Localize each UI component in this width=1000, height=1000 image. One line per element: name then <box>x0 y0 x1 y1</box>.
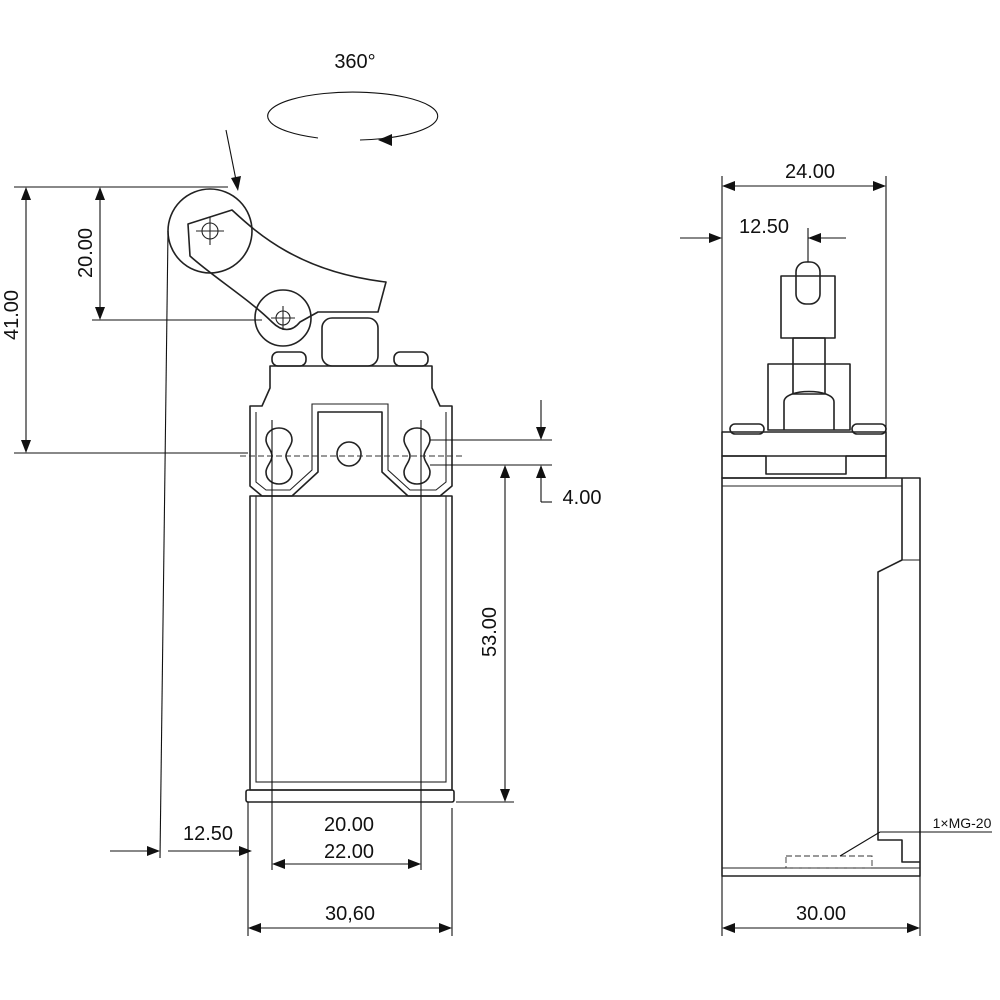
actuator-head <box>249 317 453 497</box>
force-arrowhead <box>231 176 241 191</box>
dim-body-width: 30,60 <box>248 903 452 933</box>
dim-inner-width: 20.00 <box>324 814 374 836</box>
side-left-screw <box>729 423 765 435</box>
dim-body-height-label: 53.00 <box>479 607 501 657</box>
body-base-plate <box>245 789 455 803</box>
center-mount-hole <box>336 441 362 467</box>
side-plunger-tip <box>795 261 821 305</box>
side-plunger-dome <box>783 390 835 430</box>
dim-body-width-label: 30,60 <box>325 903 375 925</box>
dim-roller-offset-label: 12.50 <box>183 823 233 845</box>
side-plunger-shaft <box>792 337 826 395</box>
dim-lever-height: 20.00 <box>75 187 262 321</box>
dim-body-height: 53.00 <box>452 464 514 803</box>
body-outer <box>249 495 453 791</box>
cable-gland-outline <box>785 855 873 869</box>
right-screw-head <box>393 351 429 367</box>
body-inner <box>255 495 447 783</box>
dim-roller-offset: 12.50 <box>110 230 252 859</box>
dim-body-depth: 30.00 <box>721 876 921 936</box>
cable-gland-callout: 1×MG-20 <box>839 815 992 857</box>
dim-total-height: 41.00 <box>1 186 248 454</box>
side-plunger-flange <box>767 363 851 431</box>
side-head-upper <box>721 431 887 457</box>
dim-top-width-label: 24.00 <box>785 161 835 183</box>
rotation-label: 360° <box>334 51 375 73</box>
roller-lever <box>167 129 387 347</box>
side-plunger-guide <box>780 275 836 339</box>
dim-slot-offset: 4.00 <box>430 400 601 509</box>
switch-body-side <box>721 477 921 877</box>
head-inner-outline <box>255 403 447 491</box>
dim-body-depth-label: 30.00 <box>796 903 846 925</box>
dim-plunger-offset-label: 12.50 <box>739 216 789 238</box>
left-screw-head <box>271 351 307 367</box>
front-view: 41.00 20.00 4.00 53.00 <box>1 129 601 936</box>
lever-arm <box>187 209 387 331</box>
side-view: 1×MG-20 24.00 12.50 30.00 <box>680 161 992 936</box>
rotation-arrowhead <box>378 134 392 146</box>
head-housing <box>249 365 453 497</box>
cable-gland-label: 1×MG-20 <box>933 815 992 831</box>
side-body-outer <box>721 477 921 877</box>
dim-slot-offset-label: 4.00 <box>563 487 602 509</box>
side-head-lower <box>721 455 887 479</box>
side-plunger-assembly <box>767 261 851 431</box>
force-arrow <box>225 129 237 181</box>
dim-plunger-offset: 12.50 <box>680 216 846 262</box>
lever-pivot-boss <box>254 289 312 347</box>
side-cover-step <box>877 478 920 863</box>
plunger <box>321 317 379 367</box>
dim-mount-spacing-label: 22.00 <box>324 841 374 863</box>
rotation-arrow-arc <box>267 91 439 141</box>
dim-inner-width-label: 20.00 <box>324 814 374 836</box>
side-head-block <box>721 423 887 479</box>
dim-total-height-label: 41.00 <box>1 290 23 340</box>
switch-body-front <box>245 495 455 803</box>
rotation-indicator: 360° <box>267 51 439 146</box>
dim-lever-height-label: 20.00 <box>75 228 97 278</box>
dim-mount-spacing: 22.00 <box>272 841 421 869</box>
dim-top-width: 24.00 <box>721 161 887 432</box>
